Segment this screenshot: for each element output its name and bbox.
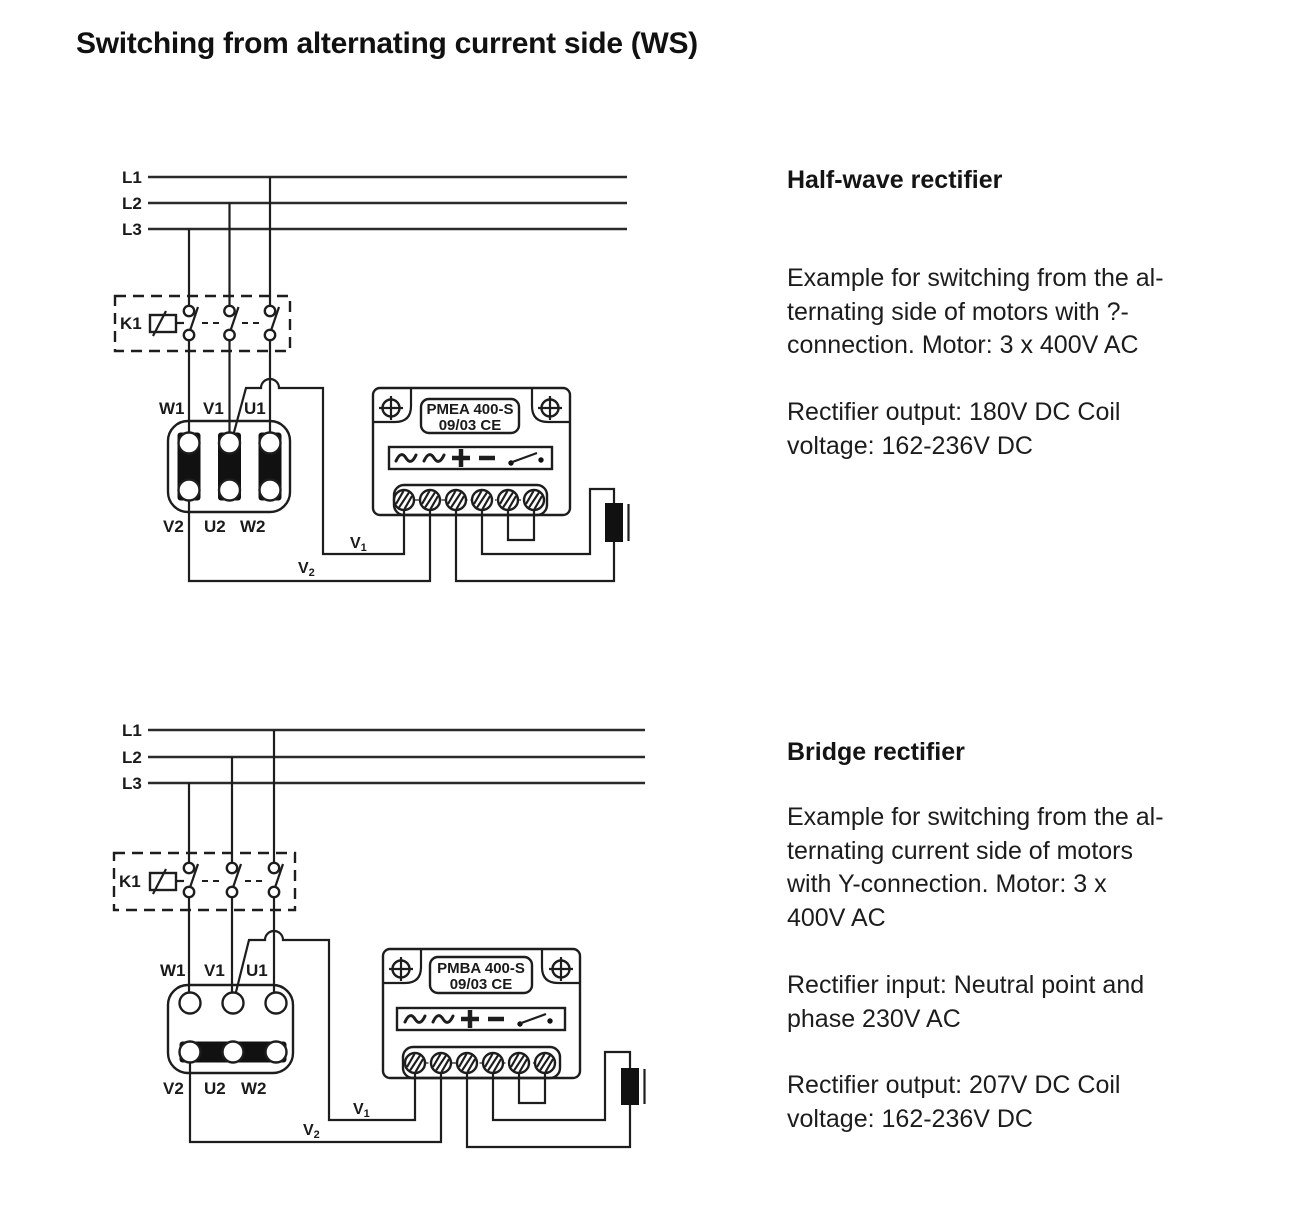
device-name: PMEA 400-S	[427, 401, 514, 418]
label-w1: W1	[159, 399, 185, 418]
half-wave-heading: Half-wave rectifier	[787, 166, 1003, 194]
bridge-heading: Bridge rectifier	[787, 738, 965, 766]
wire-v2	[187, 500, 432, 583]
label-w2: W2	[240, 517, 266, 536]
screw-terminal-icon	[533, 1051, 557, 1075]
label-l2: L2	[122, 194, 142, 213]
wires	[187, 177, 616, 583]
screw-terminal-icon	[392, 488, 416, 512]
half-wave-diagram: L1 L2 L3	[113, 168, 630, 583]
device-version: 09/03 CE	[450, 976, 513, 993]
label-u1: U1	[244, 399, 266, 418]
label-l1: L1	[122, 721, 142, 740]
wire-v2	[188, 1062, 443, 1144]
contactor-coil-load	[605, 503, 630, 542]
supply-lines: L1 L2 L3	[122, 168, 627, 239]
label-l1: L1	[122, 168, 142, 187]
screw-terminal-icon	[507, 1051, 531, 1075]
label-k1: K1	[119, 872, 141, 891]
label-u2: U2	[204, 517, 226, 536]
screw-terminal-icon	[496, 488, 520, 512]
contactor-coil-load	[621, 1068, 646, 1105]
wire-label-v1: V1	[353, 1101, 370, 1120]
bridge-description: Example for switching from the al- terna…	[787, 803, 1164, 932]
symbol-strip	[387, 445, 554, 471]
screw-terminal-icon	[418, 488, 442, 512]
label-l3: L3	[122, 220, 142, 239]
bridge-diagram: L1 L2 L3	[112, 721, 646, 1149]
screw-terminal-icon	[522, 488, 546, 512]
rectifier-device: PMEA 400-S 09/03 CE	[371, 386, 572, 517]
mounting-hole-icon	[377, 394, 405, 422]
screw-terminal-icon	[455, 1051, 479, 1075]
screw-terminal-icon	[429, 1051, 453, 1075]
mounting-hole-icon	[387, 955, 415, 983]
screw-terminal-icon	[403, 1051, 427, 1075]
device-name: PMBA 400-S	[437, 960, 525, 977]
page-title: Switching from alternating current side …	[76, 27, 698, 60]
screw-terminal-icon	[470, 488, 494, 512]
mounting-hole-icon	[547, 955, 575, 983]
label-v1: V1	[204, 961, 225, 980]
contact-pole-1	[182, 861, 200, 899]
contactor-k1: K1	[112, 851, 297, 912]
wire-v1	[231, 377, 406, 556]
motor-terminal-block-star: W1 V1 U1 V2 U2 W2	[160, 961, 295, 1098]
terminal-strip	[401, 1045, 562, 1080]
contact-pole-3	[267, 861, 285, 899]
rectifier-device: PMBA 400-S 09/03 CE	[381, 947, 582, 1080]
label-u2: U2	[204, 1079, 226, 1098]
wire-jumper	[506, 506, 536, 542]
label-l3: L3	[122, 774, 142, 793]
contact-pole-2	[223, 304, 240, 342]
wire-jumper	[517, 1069, 547, 1105]
contactor-k1: K1	[113, 294, 292, 353]
label-w2: W2	[241, 1079, 267, 1098]
wires	[187, 730, 632, 1149]
contact-pole-3	[263, 304, 281, 342]
wire-coil-feed	[491, 1050, 632, 1122]
wire-v1	[233, 929, 417, 1122]
label-v1: V1	[203, 399, 224, 418]
label-v2: V2	[163, 1079, 184, 1098]
supply-lines: L1 L2 L3	[122, 721, 645, 793]
screw-terminal-icon	[481, 1051, 505, 1075]
device-version: 09/03 CE	[439, 417, 502, 434]
contact-pole-2	[225, 861, 243, 899]
label-u1: U1	[246, 961, 268, 980]
bridge-output: Rectifier output: 207V DC Coil voltage: …	[787, 1071, 1121, 1133]
device-nameplate	[428, 955, 534, 995]
wire-label-v1: V1	[350, 535, 367, 554]
bridge-input: Rectifier input: Neutral point and phase…	[787, 971, 1145, 1033]
wire-coil-return	[465, 1069, 632, 1149]
half-wave-description: Example for switching from the al- terna…	[787, 264, 1164, 359]
motor-terminal-block-delta: W1 V1 U1 V2 U2 W2	[159, 399, 292, 536]
wire-coil-feed	[480, 487, 616, 556]
label-k1: K1	[120, 314, 142, 333]
contact-pole-1	[182, 304, 200, 342]
wire-coil-return	[454, 506, 616, 583]
wiring-diagram-canvas: L1 L2 L3	[112, 168, 646, 1149]
wire-label-v2: V2	[303, 1122, 320, 1141]
device-nameplate	[419, 397, 521, 435]
label-w1: W1	[160, 961, 186, 980]
terminal-function-icons	[396, 449, 544, 467]
terminal-function-icons	[405, 1010, 553, 1028]
half-wave-output: Rectifier output: 180V DC Coil voltage: …	[787, 398, 1121, 460]
label-l2: L2	[122, 748, 142, 767]
screw-terminal-icon	[444, 488, 468, 512]
wire-label-v2: V2	[298, 560, 315, 579]
label-v2: V2	[163, 517, 184, 536]
mounting-hole-icon	[536, 394, 564, 422]
symbol-strip	[395, 1006, 567, 1032]
